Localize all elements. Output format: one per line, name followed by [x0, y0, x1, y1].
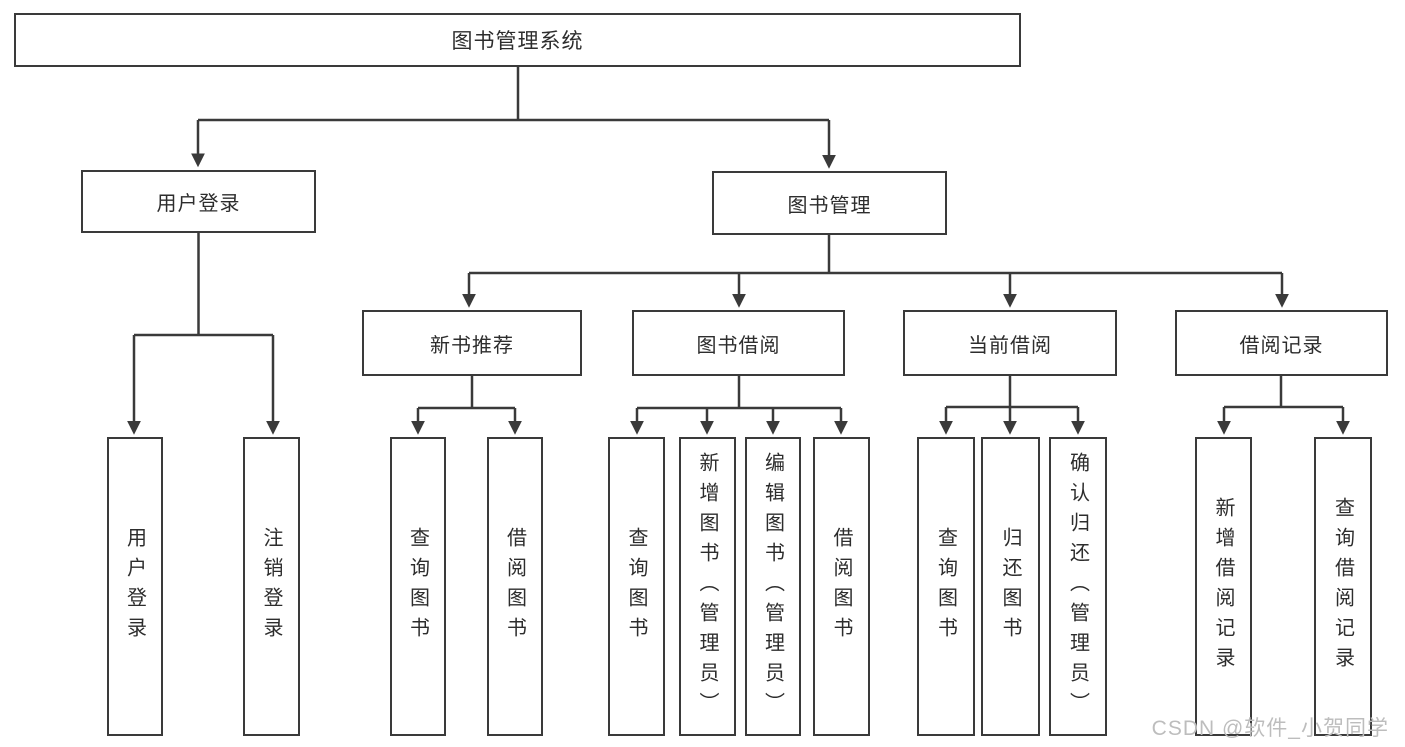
- branch-node-book-management: 图书管理: [712, 171, 947, 235]
- group-node-book-borrowing: 图书借阅: [632, 310, 845, 376]
- group-node-current-borrowing: 当前借阅: [903, 310, 1117, 376]
- group-node-new-book-recommendation: 新书推荐: [362, 310, 582, 376]
- leaf-node-user-login: 用户登录: [107, 437, 163, 736]
- branch-node-user-login: 用户登录: [81, 170, 316, 233]
- leaf-node-return-books: 归还图书: [981, 437, 1040, 736]
- csdn-watermark: CSDN @软件_小贺同学: [1151, 717, 1389, 740]
- leaf-node-borrow-books-recommend: 借阅图书: [487, 437, 543, 736]
- leaf-node-add-book-admin: 新增图书（管理员）: [679, 437, 736, 736]
- leaf-node-query-borrow-record: 查询借阅记录: [1314, 437, 1372, 736]
- leaf-node-query-books-borrowing: 查询图书: [608, 437, 665, 736]
- root-node-library-management-system: 图书管理系统: [14, 13, 1021, 67]
- leaf-node-confirm-return-admin: 确认归还（管理员）: [1049, 437, 1107, 736]
- leaf-node-add-borrow-record: 新增借阅记录: [1195, 437, 1252, 736]
- leaf-node-query-books-recommend: 查询图书: [390, 437, 446, 736]
- leaf-node-logout: 注销登录: [243, 437, 300, 736]
- leaf-node-edit-book-admin: 编辑图书（管理员）: [745, 437, 801, 736]
- leaf-node-query-books-current: 查询图书: [917, 437, 975, 736]
- leaf-node-borrow-books: 借阅图书: [813, 437, 870, 736]
- group-node-borrowing-records: 借阅记录: [1175, 310, 1388, 376]
